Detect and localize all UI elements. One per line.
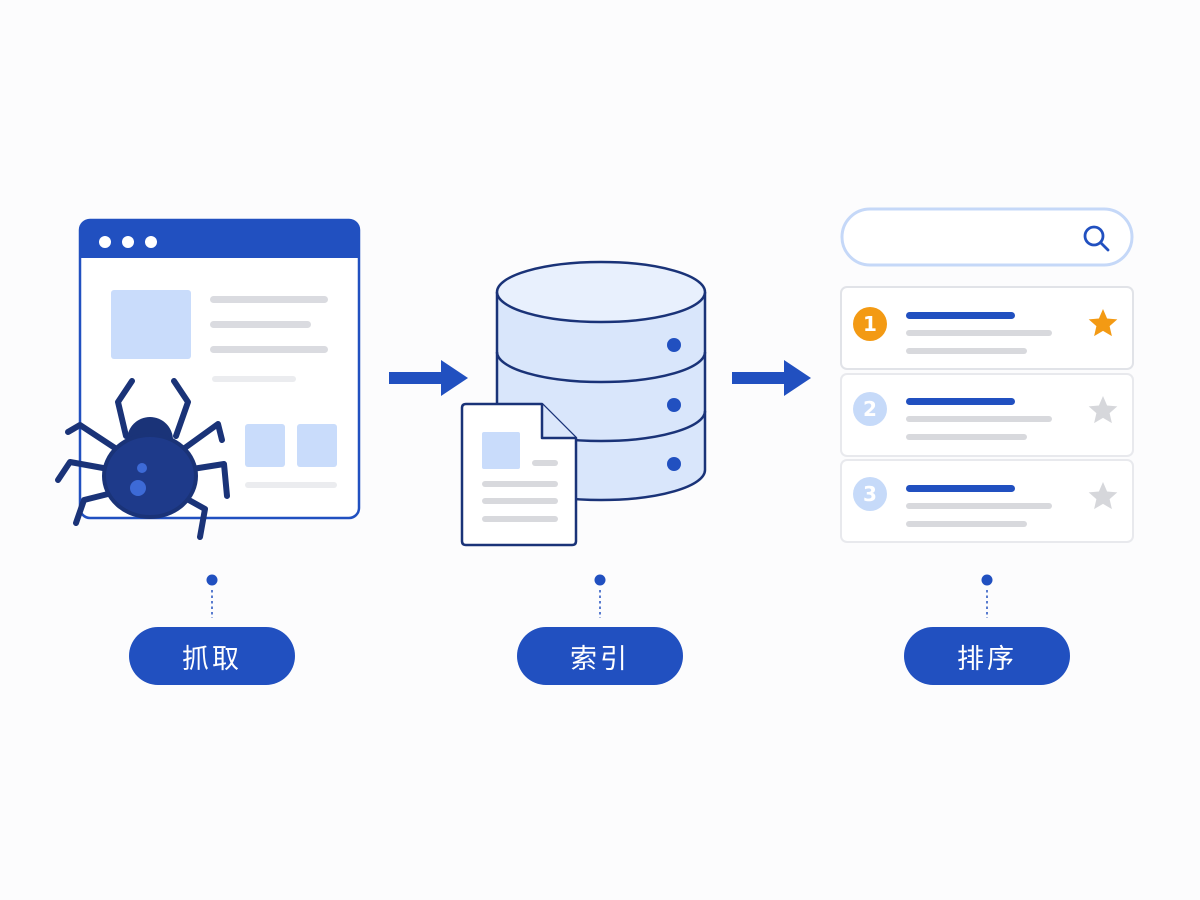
rank-badge xyxy=(853,307,887,341)
label-connector xyxy=(981,574,993,618)
arrow-icon xyxy=(732,360,811,396)
result-card[interactable]: 2 xyxy=(840,373,1134,457)
search-icon[interactable] xyxy=(1083,225,1110,252)
label-connector xyxy=(594,574,606,618)
rank-number: 3 xyxy=(863,482,877,506)
result-card[interactable]: 1 xyxy=(840,286,1134,370)
stage-label-index: 索引 xyxy=(517,627,683,685)
stage-label-crawl: 抓取 xyxy=(129,627,295,685)
rank-badge xyxy=(853,392,887,426)
result-card[interactable]: 3 xyxy=(840,459,1134,543)
rank-badge xyxy=(853,477,887,511)
rank-number: 2 xyxy=(863,397,877,421)
document-icon xyxy=(460,402,578,547)
label-connector xyxy=(206,574,218,618)
search-bar[interactable] xyxy=(840,207,1134,267)
stage-label-rank: 排序 xyxy=(904,627,1070,685)
star-icon[interactable] xyxy=(1088,482,1118,510)
spider-icon xyxy=(55,378,230,540)
arrow-icon xyxy=(389,360,468,396)
rank-number: 1 xyxy=(863,312,877,336)
star-icon[interactable] xyxy=(1088,396,1118,424)
star-icon[interactable] xyxy=(1088,309,1118,337)
